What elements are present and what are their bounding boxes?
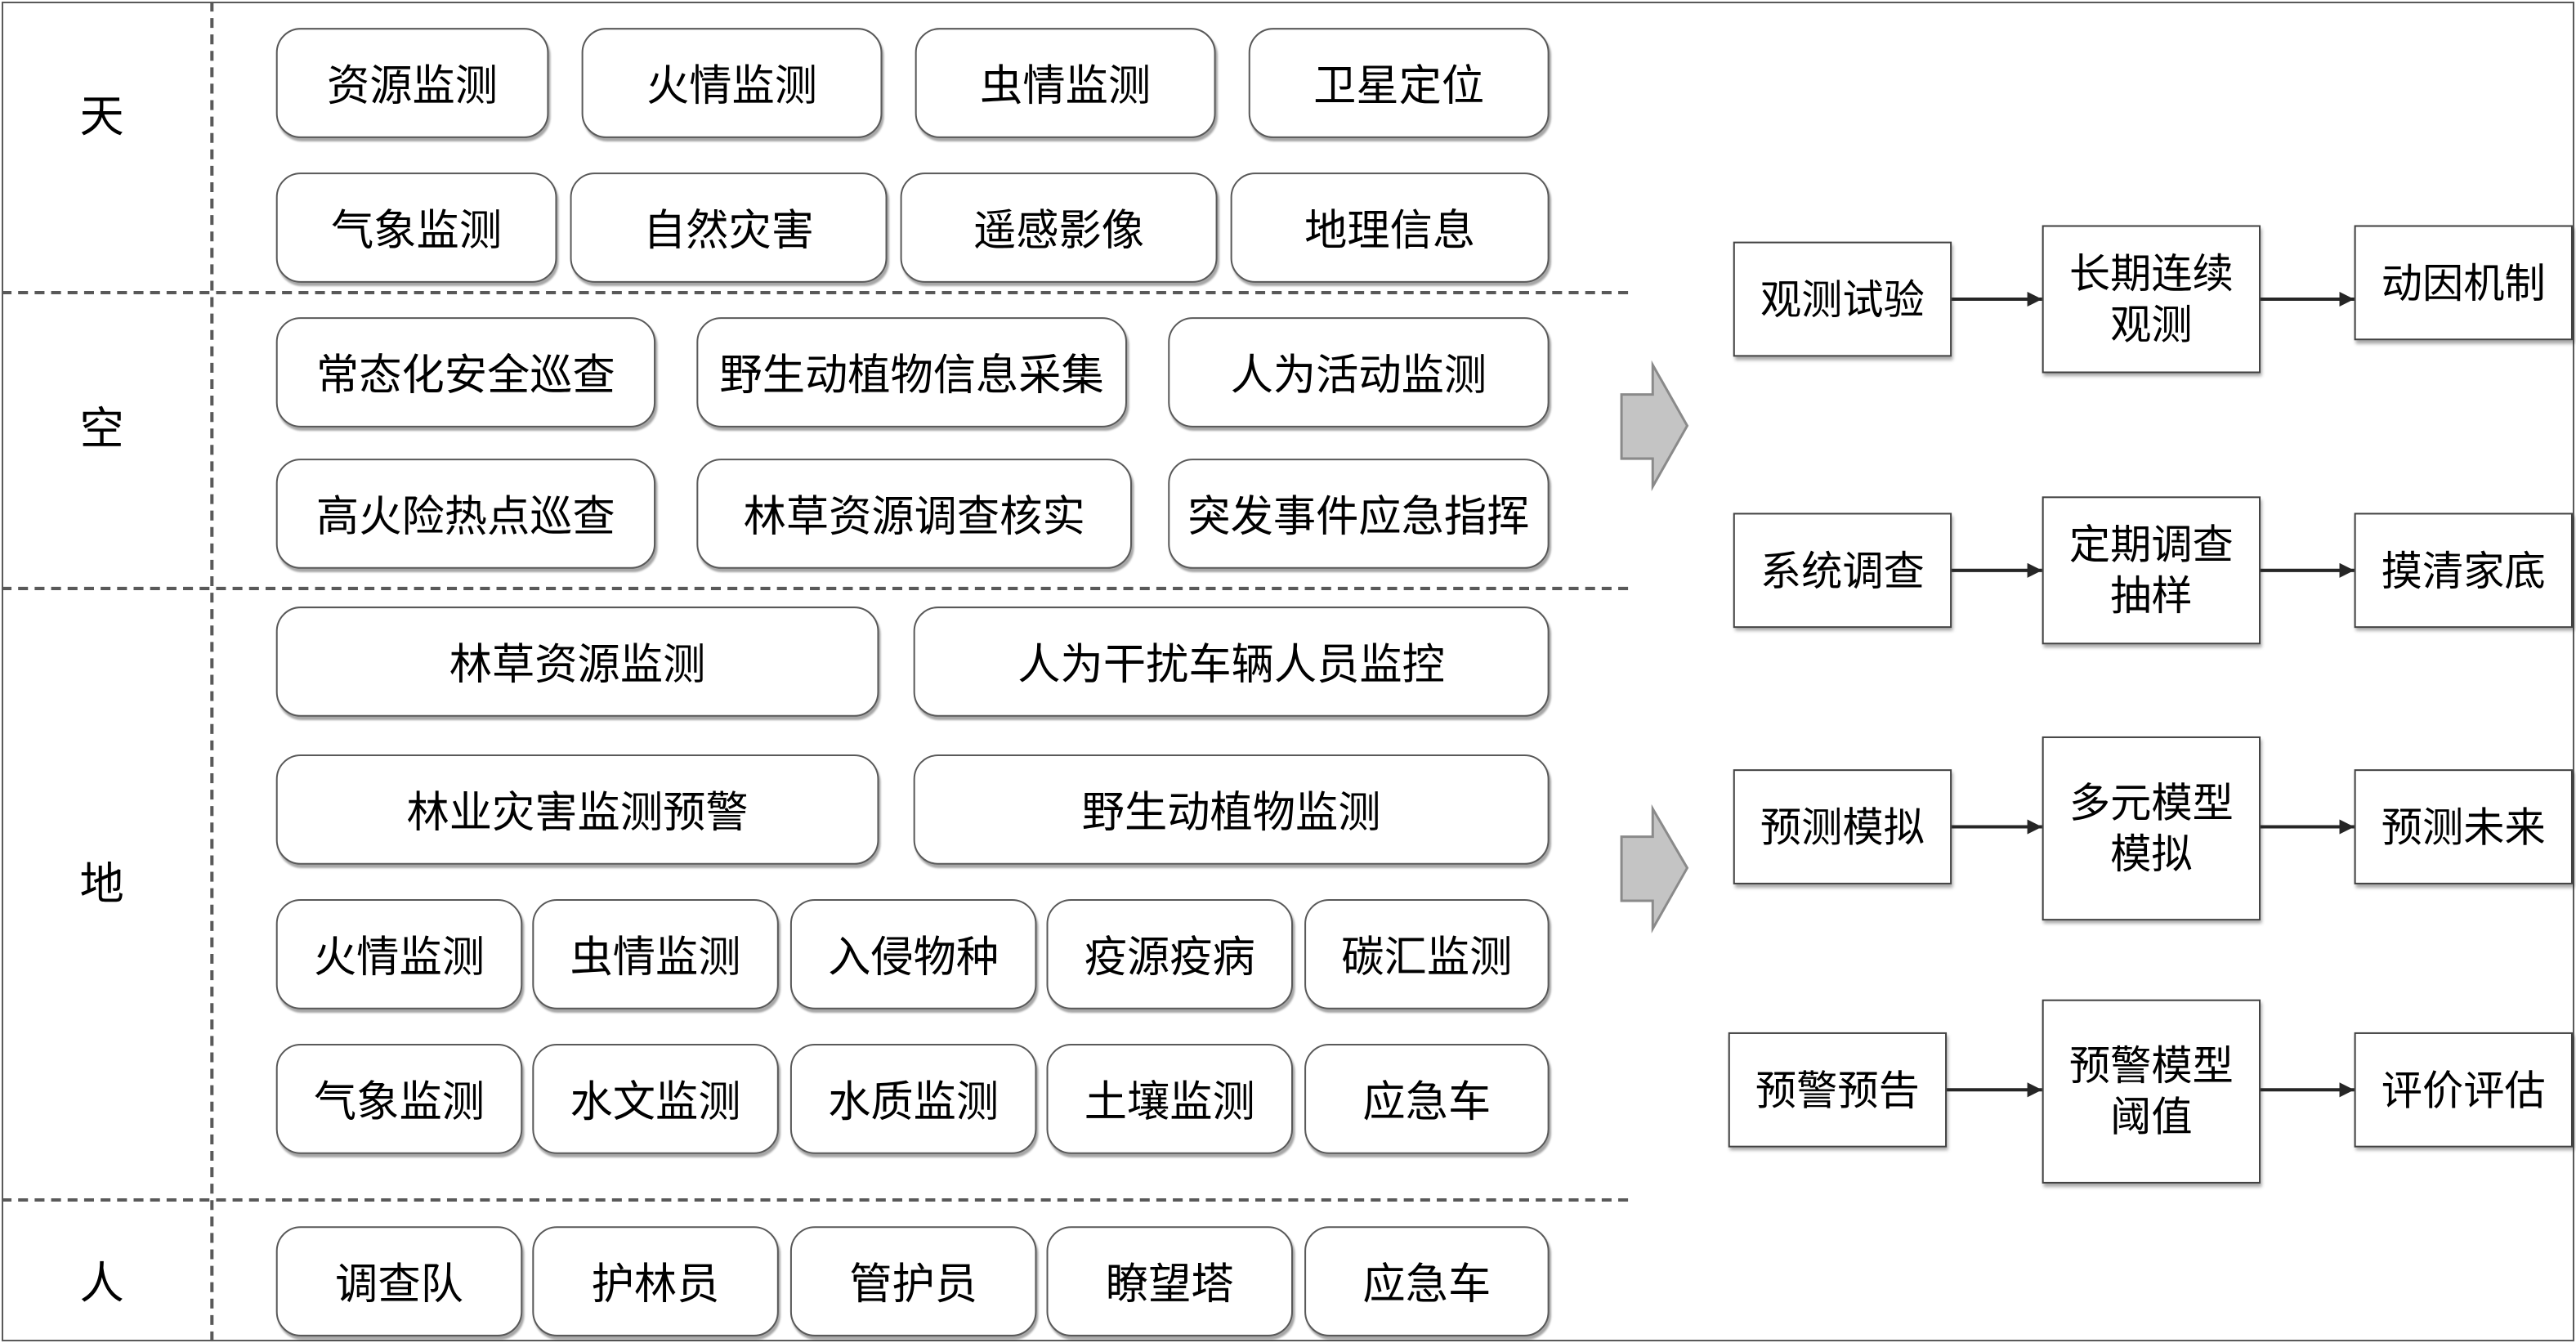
human-item: 调查队 — [275, 1226, 523, 1336]
human-item: 管护员 — [789, 1226, 1037, 1336]
air-item: 高火险热点巡查 — [275, 459, 656, 569]
divider-sky-air — [2, 290, 1629, 294]
ground-item: 火情监测 — [275, 899, 523, 1009]
sky-item: 自然灾害 — [570, 172, 888, 283]
sky-item: 虫情监测 — [915, 28, 1216, 138]
ground-item: 水质监测 — [789, 1043, 1037, 1154]
sky-item: 气象监测 — [275, 172, 557, 283]
sky-item: 地理信息 — [1230, 172, 1550, 283]
flow-result-box: 预测未来 — [2354, 769, 2573, 884]
air-item: 野生动植物信息采集 — [696, 317, 1127, 428]
grey-block-arrow-upper — [1620, 360, 1689, 491]
sky-item: 卫星定位 — [1248, 28, 1550, 138]
flow-middle-box: 预警模型 阈值 — [2042, 999, 2261, 1184]
ground-item: 野生动植物监测 — [913, 754, 1550, 865]
ground-item: 气象监测 — [275, 1043, 523, 1154]
flow-result-box: 评价评估 — [2354, 1032, 2573, 1148]
divider-air-ground — [2, 586, 1629, 590]
ground-item: 水文监测 — [532, 1043, 779, 1154]
flow-result-box: 动因机制 — [2354, 225, 2573, 341]
ground-item: 林业灾害监测预警 — [275, 754, 879, 865]
flow-start-box: 观测试验 — [1733, 241, 1952, 357]
human-item: 护林员 — [532, 1226, 779, 1336]
air-item: 突发事件应急指挥 — [1168, 459, 1550, 569]
band-label-sky: 天 — [79, 92, 124, 143]
band-label-human: 人 — [79, 1259, 124, 1310]
flow-middle-box: 长期连续 观测 — [2042, 225, 2261, 374]
sky-item: 资源监测 — [275, 28, 549, 138]
flow-start-box: 系统调查 — [1733, 513, 1952, 629]
band-label-ground: 地 — [79, 859, 124, 911]
ground-item: 应急车 — [1304, 1043, 1550, 1154]
vertical-divider — [210, 2, 214, 1341]
flow-middle-box: 定期调查 抽样 — [2042, 496, 2261, 645]
air-item: 人为活动监测 — [1168, 317, 1550, 428]
grey-block-arrow-lower — [1620, 804, 1689, 933]
ground-item: 虫情监测 — [532, 899, 779, 1009]
ground-item: 土壤监测 — [1046, 1043, 1294, 1154]
ground-item: 入侵物种 — [789, 899, 1037, 1009]
sky-item: 遥感影像 — [900, 172, 1218, 283]
flow-middle-box: 多元模型 模拟 — [2042, 736, 2261, 921]
band-label-air: 空 — [79, 404, 124, 456]
air-item: 林草资源调查核实 — [696, 459, 1133, 569]
human-item: 应急车 — [1304, 1226, 1550, 1336]
ground-item: 林草资源监测 — [275, 607, 879, 717]
ground-item: 疫源疫病 — [1046, 899, 1294, 1009]
sky-item: 火情监测 — [581, 28, 883, 138]
flow-start-box: 预测模拟 — [1733, 769, 1952, 884]
ground-item: 碳汇监测 — [1304, 899, 1550, 1009]
air-item: 常态化安全巡查 — [275, 317, 656, 428]
divider-ground-human — [2, 1198, 1629, 1202]
flow-result-box: 摸清家底 — [2354, 513, 2573, 629]
ground-item: 人为干扰车辆人员监控 — [913, 607, 1550, 717]
flow-start-box: 预警预告 — [1728, 1032, 1948, 1148]
human-item: 瞭望塔 — [1046, 1226, 1294, 1336]
